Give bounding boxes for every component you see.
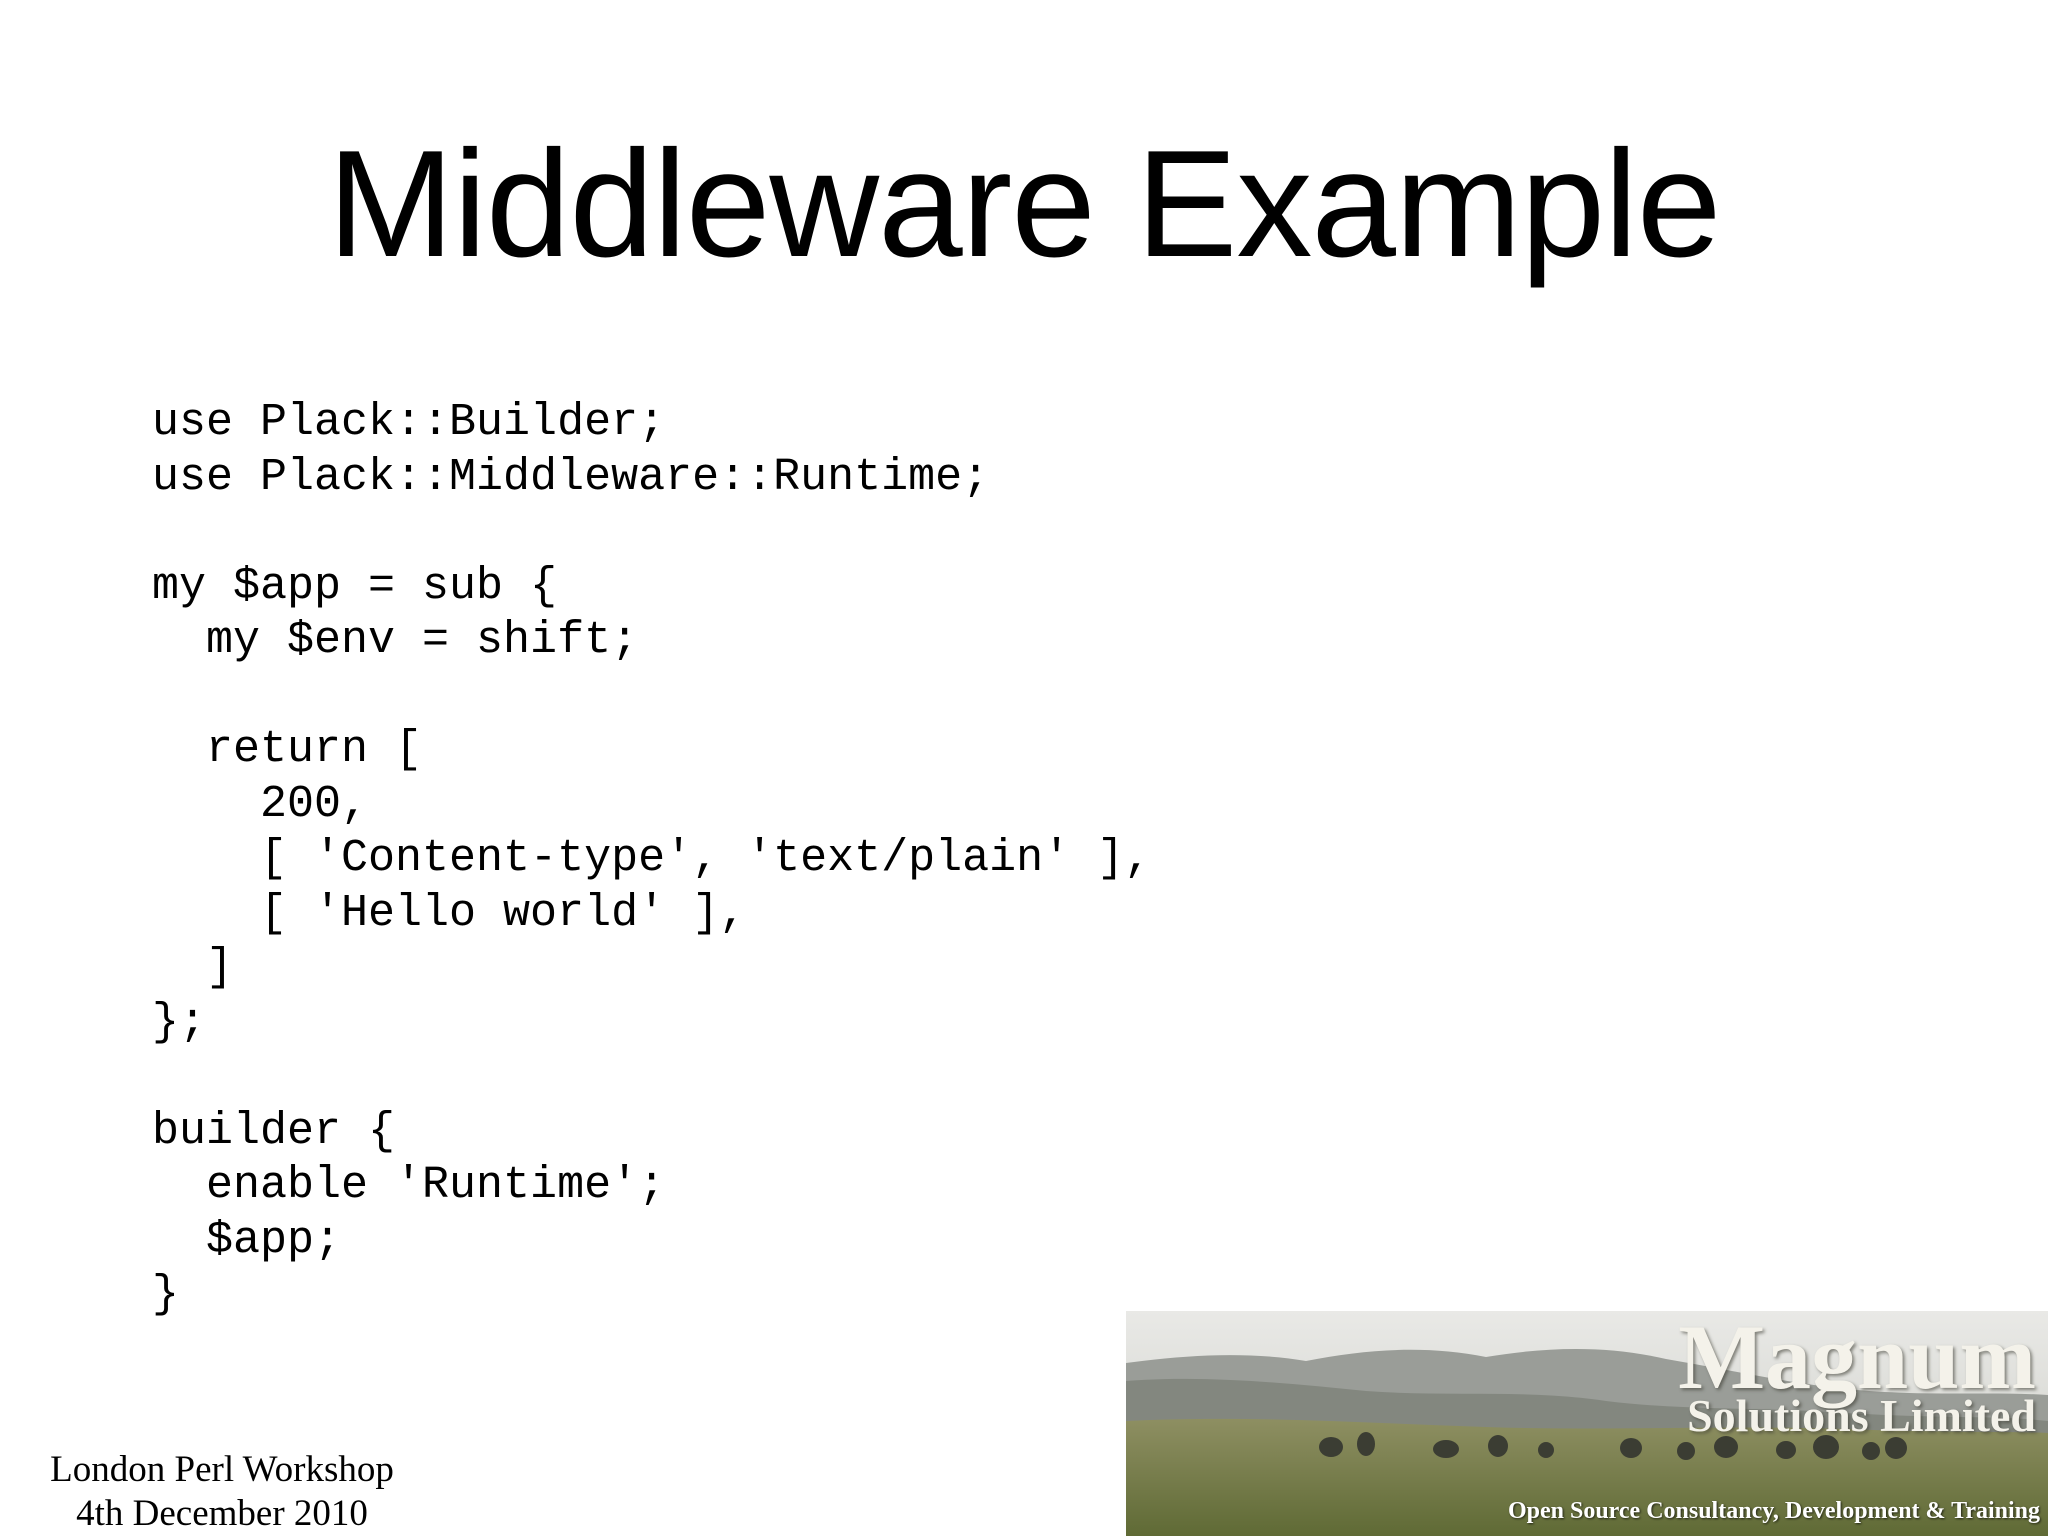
slide-title: Middleware Example [327, 119, 1722, 289]
code-line: 200, [152, 778, 369, 830]
code-line: $app; [152, 1214, 342, 1266]
code-line [152, 669, 1151, 724]
code-block: use Plack::Builder;use Plack::Middleware… [152, 396, 1151, 1323]
code-line: use Plack::Middleware::Runtime; [152, 451, 990, 503]
code-line [152, 1050, 1151, 1105]
code-line [152, 505, 1151, 560]
code-line: my $app = sub { [152, 560, 558, 612]
code-line: my $env = shift; [152, 615, 639, 666]
code-line: use Plack::Builder; [152, 397, 666, 448]
code-line: builder { [152, 1105, 396, 1157]
code-line: [ 'Content-type', 'text/plain' ], [152, 833, 1152, 884]
brand-tagline: Open Source Consultancy, Development & T… [1507, 1498, 2040, 1524]
footer-date: 4th December 2010 [76, 1493, 368, 1534]
code-line: return [ [152, 724, 423, 775]
company-banner: Magnum Solutions Limited Open Source Con… [1126, 1311, 2048, 1536]
code-line: } [152, 1269, 180, 1320]
landscape-image [1126, 1311, 2048, 1536]
code-line: [ 'Hello world' ], [152, 887, 747, 939]
code-line: enable 'Runtime'; [152, 1160, 666, 1211]
code-line: }; [152, 996, 207, 1048]
footer-event-name: London Perl Workshop [50, 1449, 394, 1490]
brand-name: Magnum [1678, 1311, 2036, 1408]
brand-subtitle: Solutions Limited [1687, 1390, 2036, 1441]
code-line: ] [152, 942, 234, 993]
footer: London Perl Workshop 4th December 2010 [22, 1448, 422, 1536]
